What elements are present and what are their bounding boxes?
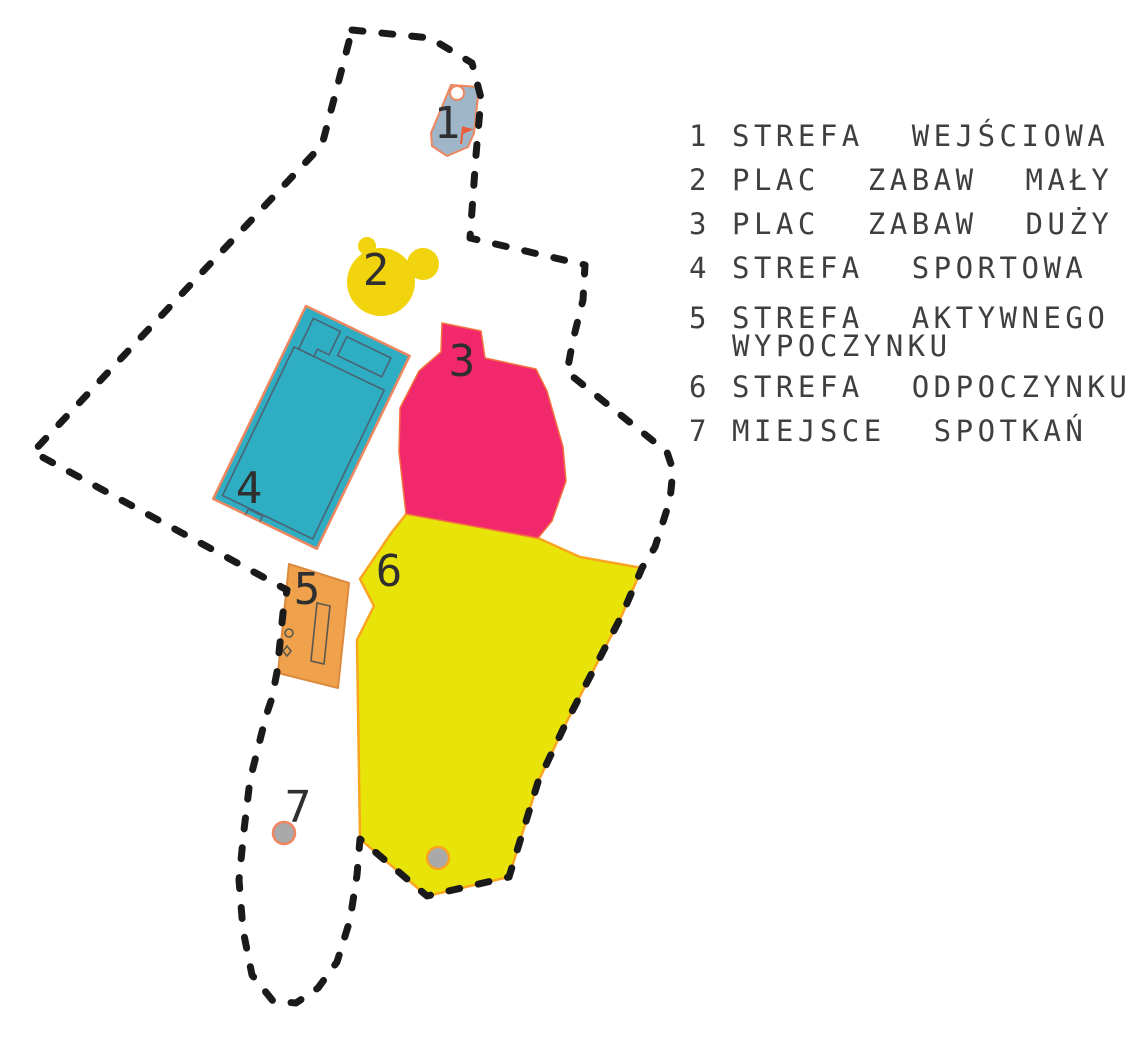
legend-item-5: 5 STREFA AKTYWNEGO WYPOCZYNKU bbox=[689, 301, 1140, 363]
zone-3-shape bbox=[398, 322, 567, 539]
legend: 1 STREFA WEJŚCIOWA 2 PLAC ZABAW MAŁY 3 P… bbox=[689, 119, 1140, 458]
zone-5-shape bbox=[277, 563, 350, 689]
legend-label: PLAC ZABAW MAŁY bbox=[732, 163, 1114, 197]
legend-label: PLAC ZABAW DUŻY bbox=[732, 207, 1114, 241]
zone-2-shape bbox=[347, 237, 439, 316]
legend-label: STREFA SPORTOWA bbox=[732, 251, 1088, 285]
legend-item-6: 6 STREFA ODPOCZYNKU bbox=[689, 370, 1140, 404]
zone-4-field-markings bbox=[221, 317, 392, 540]
legend-number: 4 bbox=[689, 251, 707, 285]
zone-6-number: 6 bbox=[376, 546, 403, 597]
legend-number: 7 bbox=[689, 414, 707, 448]
zone-5-equipment-rect bbox=[310, 602, 331, 665]
zone-5-equipment-circle bbox=[284, 628, 294, 638]
zone-7-number: 7 bbox=[285, 782, 312, 833]
legend-item-7: 7 MIEJSCE SPOTKAŃ bbox=[689, 414, 1140, 448]
zone-4-shape bbox=[211, 304, 411, 550]
zone-1-entrance-circle bbox=[449, 85, 465, 101]
legend-item-3: 3 PLAC ZABAW DUŻY bbox=[689, 207, 1140, 241]
legend-number: 1 bbox=[689, 119, 707, 153]
legend-number: 5 bbox=[689, 301, 707, 335]
legend-label: STREFA AKTYWNEGO WYPOCZYNKU bbox=[732, 301, 1110, 363]
legend-label: MIEJSCE SPOTKAŃ bbox=[732, 414, 1088, 448]
legend-label: STREFA WEJŚCIOWA bbox=[732, 119, 1110, 153]
zone-2-number: 2 bbox=[363, 245, 390, 296]
legend-number: 6 bbox=[689, 370, 707, 404]
legend-label: STREFA ODPOCZYNKU bbox=[732, 370, 1132, 404]
site-boundary-outline bbox=[29, 26, 677, 1007]
zone-7-marker bbox=[271, 820, 297, 846]
zone-1-number: 1 bbox=[434, 98, 461, 149]
legend-number: 2 bbox=[689, 163, 707, 197]
zone-6-shape bbox=[355, 511, 644, 898]
legend-number: 3 bbox=[689, 207, 707, 241]
legend-item-4: 4 STREFA SPORTOWA bbox=[689, 251, 1140, 285]
legend-item-2: 2 PLAC ZABAW MAŁY bbox=[689, 163, 1140, 197]
zone-5-number: 5 bbox=[294, 564, 321, 615]
legend-item-1: 1 STREFA WEJŚCIOWA bbox=[689, 119, 1140, 153]
zone-4-number: 4 bbox=[236, 463, 263, 514]
zone-5-equipment-diamond bbox=[281, 644, 293, 658]
zone-1-flag-icon bbox=[460, 126, 474, 145]
zone-3-number: 3 bbox=[449, 336, 476, 387]
zone-6-rest-dot bbox=[425, 845, 451, 871]
